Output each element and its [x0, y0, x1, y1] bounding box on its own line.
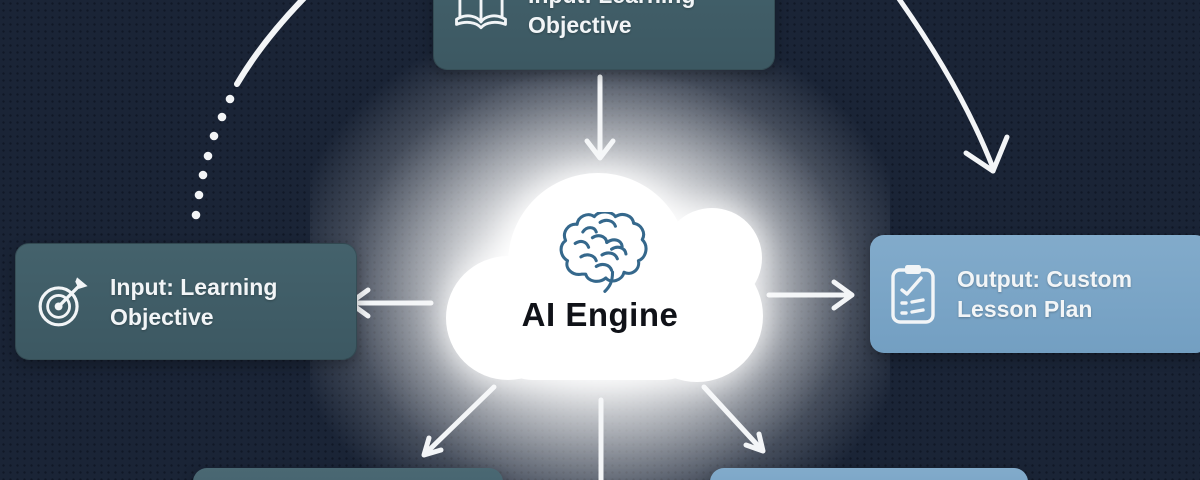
brain-icon: [559, 212, 648, 293]
engine-label: AI Engine: [521, 296, 679, 333]
node-bottom-right: [710, 468, 1028, 480]
arrow-engine-to-right: [766, 279, 855, 311]
curved-line-to-left-node: [234, 0, 307, 87]
arrow-engine-to-left: [347, 287, 434, 319]
dotted-curve-to-left-node: [191, 94, 235, 220]
curved-arrow-to-right-node: [896, 0, 1010, 174]
node-label: Input: Learning Objective: [528, 0, 695, 38]
arrow-top-to-engine: [584, 74, 616, 161]
target-icon: [34, 274, 92, 330]
node-right-output: Output: Custom Lesson Plan: [870, 235, 1200, 353]
cloud-icon: [446, 173, 763, 382]
arrow-engine-to-bottom-left: [421, 384, 497, 458]
engine-node: AI Engine: [420, 160, 780, 392]
node-bottom-left: [193, 468, 503, 480]
node-top-input: Input: Learning Objective: [433, 0, 775, 70]
arrow-engine-to-bottom-right: [701, 384, 766, 454]
node-left-input: Input: Learning Objective: [15, 243, 357, 360]
node-label: Input: Learning Objective: [110, 273, 278, 330]
open-book-icon: [454, 0, 508, 34]
clipboard-checklist-icon: [889, 263, 937, 325]
node-label: Output: Custom Lesson Plan: [957, 266, 1133, 322]
